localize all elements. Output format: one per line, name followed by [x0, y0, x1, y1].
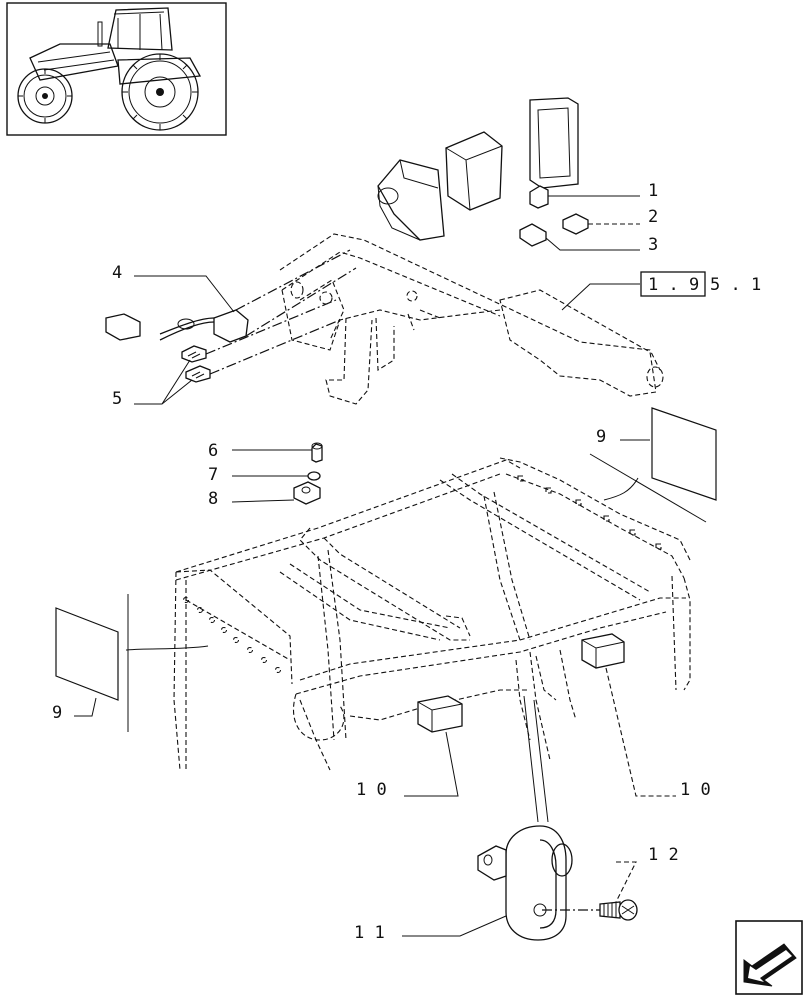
- callout-6: 6: [208, 441, 218, 461]
- callout-7: 7: [208, 465, 218, 485]
- part-9-label-left[interactable]: [55, 607, 119, 701]
- callout-3: 3: [648, 235, 658, 255]
- part-7-washer[interactable]: [307, 471, 321, 481]
- back-arrow-icon[interactable]: [735, 920, 803, 995]
- relay-housing-group: [377, 97, 579, 241]
- part-1-relay[interactable]: [529, 185, 549, 209]
- callout-2: 2: [648, 207, 658, 227]
- callout-10-left: 1 0: [356, 780, 387, 800]
- tractor-thumbnail-icon[interactable]: [6, 2, 227, 136]
- reference-box[interactable]: 1 . 9: [640, 271, 706, 297]
- callout-9-right: 9: [596, 427, 606, 447]
- reference-label: 1 . 9: [648, 275, 699, 295]
- callout-4: 4: [112, 263, 122, 283]
- part-5-screws[interactable]: [181, 345, 211, 383]
- part-2-fuse[interactable]: [562, 213, 589, 235]
- cab-frame: [173, 457, 691, 771]
- part-6-bolt[interactable]: [311, 442, 323, 463]
- callout-12: 1 2: [648, 845, 679, 865]
- part-10-lamp-left[interactable]: [417, 695, 463, 733]
- callout-9-left: 9: [52, 703, 62, 723]
- part-11-horn[interactable]: [477, 825, 573, 941]
- callout-10-right: 1 0: [680, 780, 711, 800]
- callout-11: 1 1: [354, 923, 385, 943]
- part-8-clip[interactable]: [293, 481, 321, 505]
- callout-1: 1: [648, 181, 658, 201]
- part-4-switch[interactable]: [105, 309, 249, 343]
- part-10-lamp-right[interactable]: [581, 633, 625, 669]
- part-3-fuse[interactable]: [519, 223, 547, 247]
- cab-roof-beam: [279, 233, 664, 405]
- callout-8: 8: [208, 489, 218, 509]
- reference-suffix: 5 . 1: [710, 275, 761, 295]
- callout-5: 5: [112, 389, 122, 409]
- part-12-bolt[interactable]: [599, 899, 638, 921]
- part-9-label-right[interactable]: [651, 407, 717, 501]
